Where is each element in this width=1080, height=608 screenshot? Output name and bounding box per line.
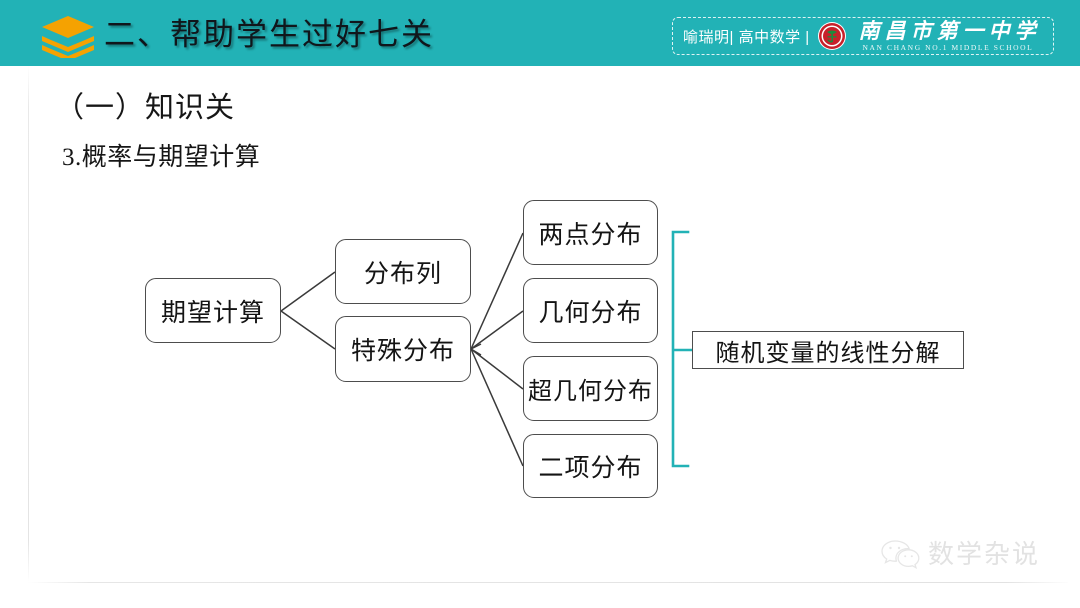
school-seal-icon bbox=[817, 22, 846, 50]
school-name: 南昌市第一中学 NAN CHANG NO.1 MIDDLE SCHOOL bbox=[854, 18, 1041, 52]
watermark-label: 数学杂说 bbox=[928, 540, 1041, 569]
diagram-node-root[interactable]: 期望计算 bbox=[145, 278, 281, 343]
slide-frame-bottom-edge bbox=[28, 582, 1068, 583]
diagram-bracket-label[interactable]: 随机变量的线性分解 bbox=[692, 331, 964, 369]
watermark: 数学杂说 bbox=[880, 534, 1040, 571]
wechat-icon bbox=[881, 539, 920, 569]
author-label: 喻瑞明| 高中数学 | bbox=[683, 28, 810, 46]
diagram-node-child-1[interactable]: 几何分布 bbox=[523, 278, 658, 343]
subsection-heading: 3.概率与期望计算 bbox=[62, 144, 261, 171]
diagram-node-child-3[interactable]: 二项分布 bbox=[523, 434, 658, 498]
slide-header: 二、帮助学生过好七关 喻瑞明| 高中数学 | 南昌市第一中学 NAN CHANG… bbox=[0, 0, 1080, 66]
section-heading: （一）知识关 bbox=[55, 92, 236, 124]
school-name-cn: 南昌市第一中学 bbox=[858, 18, 1041, 43]
slide-frame-left-edge bbox=[28, 66, 29, 582]
layers-icon bbox=[42, 16, 94, 58]
diagram-node-branch-1[interactable]: 特殊分布 bbox=[335, 316, 471, 382]
diagram-node-child-0[interactable]: 两点分布 bbox=[523, 200, 658, 265]
school-name-en: NAN CHANG NO.1 MIDDLE SCHOOL bbox=[862, 42, 1034, 52]
author-school-badge: 喻瑞明| 高中数学 | 南昌市第一中学 NAN CHANG NO.1 MIDDL… bbox=[672, 17, 1054, 55]
diagram-node-child-2[interactable]: 超几何分布 bbox=[523, 356, 658, 421]
diagram-node-branch-0[interactable]: 分布列 bbox=[335, 239, 471, 304]
page-title: 二、帮助学生过好七关 bbox=[104, 17, 434, 52]
